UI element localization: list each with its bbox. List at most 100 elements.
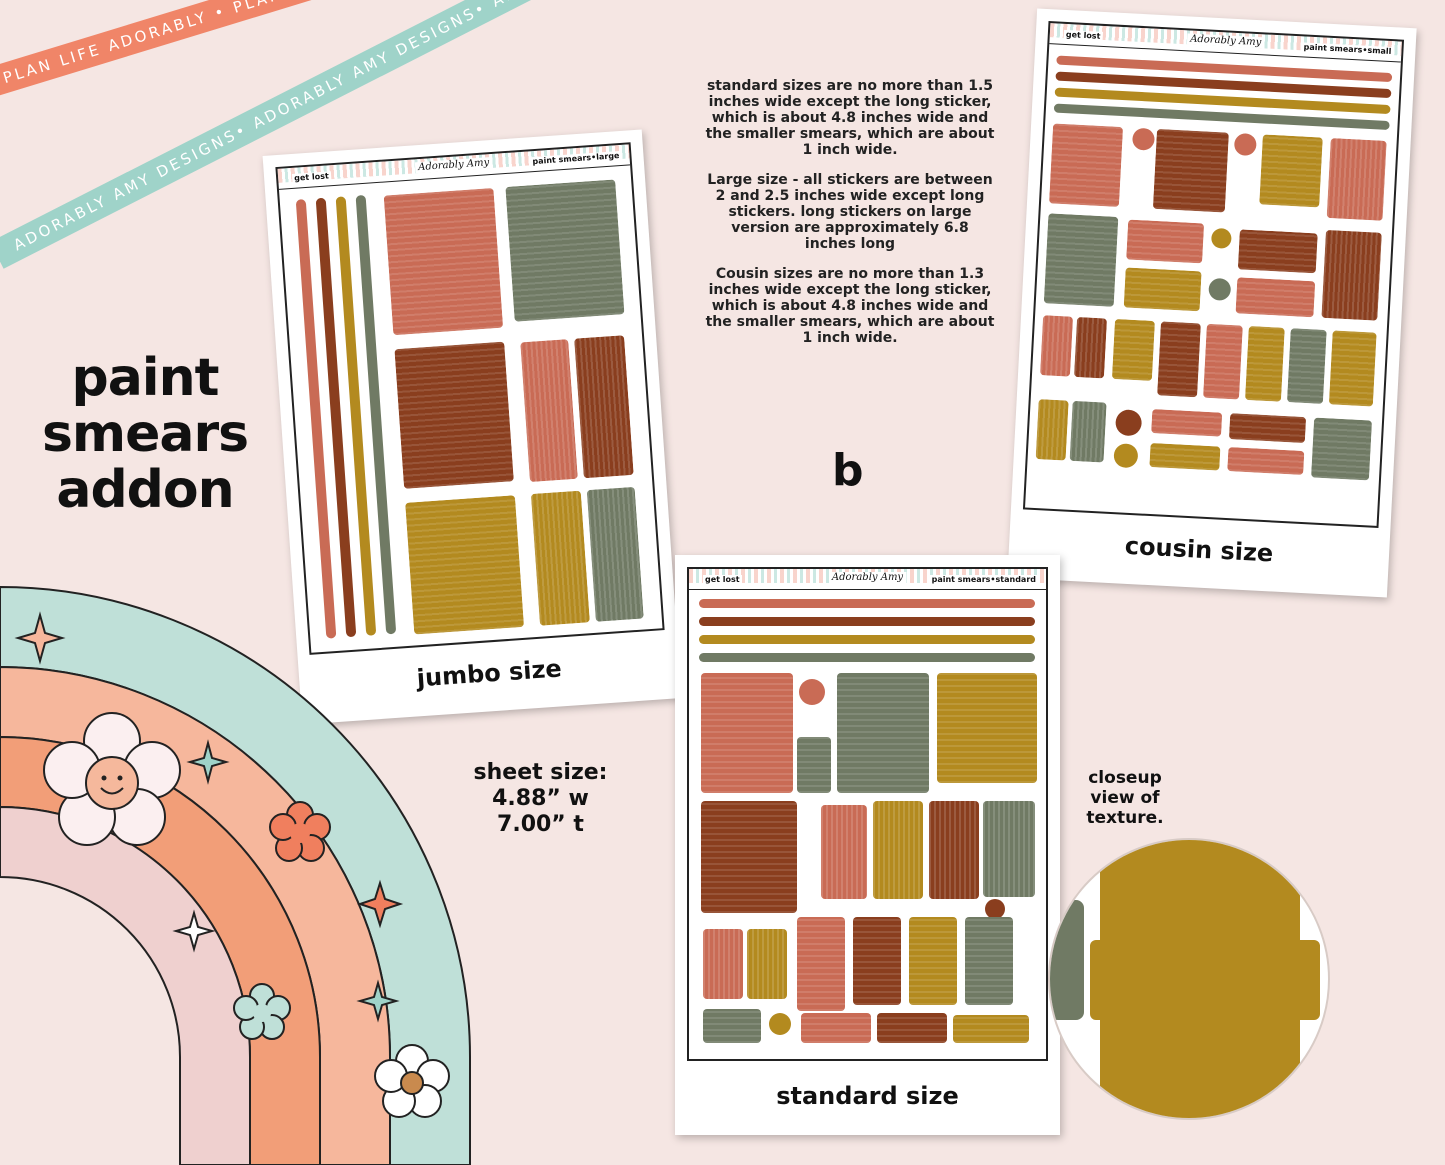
paint-smear-sticker xyxy=(909,917,957,1005)
paint-smear-sticker xyxy=(1111,318,1155,381)
paint-smear-sticker xyxy=(1227,447,1305,476)
closeup-line-1: closeup xyxy=(1088,768,1162,788)
paint-smear-sticker xyxy=(877,1013,947,1043)
long-smear-sticker xyxy=(699,599,1035,608)
standard-size-caption: standard size xyxy=(776,1082,959,1110)
paint-dot-sticker xyxy=(1131,127,1156,151)
standard-size-info: standard sizes are no more than 1.5 inch… xyxy=(705,78,995,158)
paint-smear-sticker xyxy=(1039,315,1074,377)
paint-smear-sticker xyxy=(1244,325,1285,402)
paint-smear-sticker xyxy=(1048,123,1124,207)
closeup-mustard-ext xyxy=(1090,940,1320,1020)
paint-smear-sticker xyxy=(873,801,923,899)
paint-smear-sticker xyxy=(1328,330,1377,407)
closeup-sage-smear xyxy=(1050,900,1084,1020)
paint-smear-sticker xyxy=(1151,409,1223,437)
sheet-size-label: paint smears•standard xyxy=(929,575,1038,584)
paint-smear-sticker xyxy=(703,1009,761,1043)
paint-smear-sticker xyxy=(801,1013,871,1043)
sheet-header: get lost Adorably Amy paint smears•small xyxy=(1049,23,1402,63)
paint-smear-sticker xyxy=(965,917,1013,1005)
paint-smear-sticker xyxy=(383,187,504,336)
paint-smear-sticker xyxy=(586,486,644,622)
paint-smear-sticker xyxy=(929,801,979,899)
sheet-theme-label: get lost xyxy=(1063,29,1103,41)
paint-smear-sticker xyxy=(1069,400,1107,463)
paint-smear-sticker xyxy=(747,929,787,999)
orange-flower-icon xyxy=(269,801,331,862)
paint-smear-sticker xyxy=(505,179,625,322)
paint-dot-sticker xyxy=(1114,409,1143,437)
paint-dot-sticker xyxy=(769,1013,791,1035)
title-line-1: paint xyxy=(71,348,219,408)
paint-dot-sticker xyxy=(985,899,1005,919)
paint-smear-sticker xyxy=(1286,328,1327,404)
sheet-theme-label: get lost xyxy=(291,171,332,183)
paint-smear-sticker xyxy=(983,801,1035,897)
paint-smear-sticker xyxy=(530,490,590,626)
paint-smear-sticker xyxy=(853,917,901,1005)
long-smear-sticker xyxy=(699,635,1035,644)
paint-dot-sticker xyxy=(1210,227,1232,249)
cousin-size-caption: cousin size xyxy=(1124,531,1274,568)
closeup-line-2: view of xyxy=(1090,788,1160,808)
long-smear-sticker xyxy=(699,653,1035,662)
paint-smear-sticker xyxy=(701,801,797,913)
paint-smear-sticker xyxy=(703,929,743,999)
paint-smear-sticker xyxy=(1259,134,1323,208)
variant-letter: b xyxy=(832,445,864,496)
paint-smear-sticker xyxy=(1235,277,1316,318)
paint-smear-sticker xyxy=(1157,321,1201,398)
sparkle-icon xyxy=(14,611,66,665)
texture-closeup-circle xyxy=(1048,838,1330,1120)
sparkle-icon xyxy=(356,879,404,929)
paint-smear-sticker xyxy=(1228,413,1307,444)
smiley-flower-icon xyxy=(43,712,181,846)
sheet-size-title: sheet size: xyxy=(473,760,608,785)
paint-smear-sticker xyxy=(1073,316,1108,379)
cousin-sticker-sheet: get lost Adorably Amy paint smears•small xyxy=(1022,21,1405,529)
paint-smear-sticker xyxy=(701,673,793,793)
paint-smear-sticker xyxy=(1203,323,1243,400)
rainbow-decoration xyxy=(0,585,471,1165)
paint-smear-sticker xyxy=(1321,229,1382,321)
paint-smear-sticker xyxy=(394,341,514,489)
closeup-label: closeup view of texture. xyxy=(1080,768,1170,828)
paint-smear-sticker xyxy=(837,673,929,793)
large-size-info: Large size - all stickers are between 2 … xyxy=(707,172,993,252)
paint-dot-sticker xyxy=(799,679,825,705)
brand-logo: Adorably Amy xyxy=(828,572,907,583)
paint-dot-sticker xyxy=(1208,277,1232,301)
paint-smear-sticker xyxy=(1326,137,1387,221)
paint-smear-sticker xyxy=(937,673,1037,783)
standard-size-card: get lost Adorably Amy paint smears•stand… xyxy=(675,555,1060,1135)
paint-smear-sticker xyxy=(1123,267,1202,312)
long-smear-sticker xyxy=(699,617,1035,626)
paint-smear-sticker xyxy=(1237,229,1318,274)
title-line-2: smears xyxy=(41,404,249,464)
paint-smear-sticker xyxy=(1311,417,1373,481)
paint-smear-sticker xyxy=(1126,219,1205,264)
sparkle-icon xyxy=(172,909,216,953)
paint-smear-sticker xyxy=(574,335,634,479)
sparkle-icon xyxy=(356,979,400,1023)
product-title: paint smears addon xyxy=(40,350,250,518)
paint-smear-sticker xyxy=(520,339,578,483)
paint-smear-sticker xyxy=(821,805,867,899)
paint-smear-sticker xyxy=(1152,128,1229,213)
size-info-text: standard sizes are no more than 1.5 inch… xyxy=(705,78,995,360)
sheet-header: get lost Adorably Amy paint smears•stand… xyxy=(689,569,1046,590)
sheet-size-height: 7.00” t xyxy=(497,812,584,837)
closeup-line-3: texture. xyxy=(1086,808,1164,828)
paint-smear-sticker xyxy=(797,917,845,1011)
title-line-3: addon xyxy=(56,460,234,520)
sparkle-icon xyxy=(186,739,230,785)
paint-smear-sticker xyxy=(1043,213,1119,307)
paint-smear-sticker xyxy=(953,1015,1029,1043)
cousin-size-card: get lost Adorably Amy paint smears•small xyxy=(1007,8,1417,598)
paint-smear-sticker xyxy=(1149,442,1221,471)
daisy-flower-icon xyxy=(374,1044,450,1118)
cousin-size-info: Cousin sizes are no more than 1.3 inches… xyxy=(705,266,995,346)
paint-dot-sticker xyxy=(1113,443,1139,469)
teal-flower-icon xyxy=(233,983,291,1040)
